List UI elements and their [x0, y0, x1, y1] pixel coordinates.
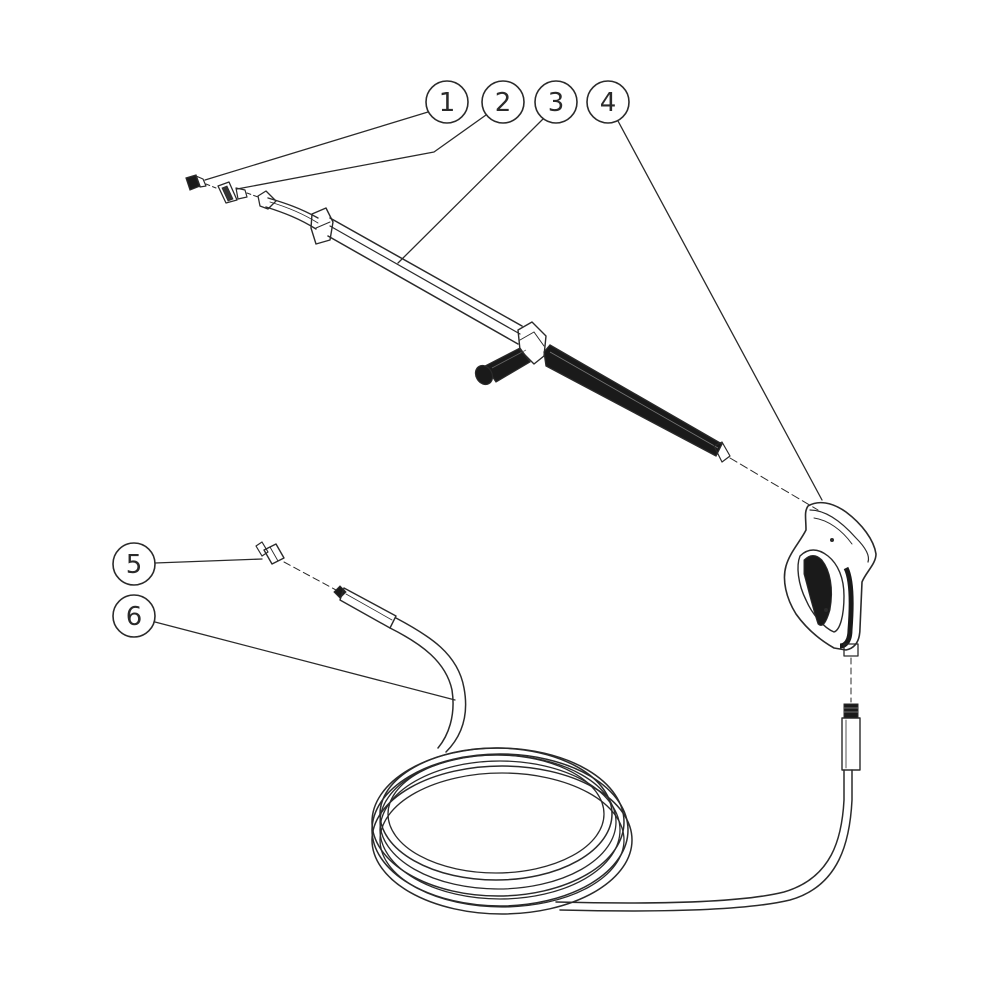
- hose-coil-loop: [387, 754, 605, 874]
- callout-circle: [112, 594, 156, 638]
- gun-top-ridge: [809, 509, 870, 563]
- assembly-axis: [205, 183, 217, 189]
- fitting-hex-edge: [269, 546, 279, 562]
- callout-circle: [586, 80, 630, 124]
- callout-3: 2: [236, 80, 525, 190]
- side-handle-highlight: [491, 349, 527, 369]
- hose-crimp-ferrule: [841, 717, 861, 771]
- callout-2: 3: [397, 80, 578, 264]
- insulated-grip: [543, 344, 723, 457]
- callout-4: 1: [204, 80, 469, 181]
- lance-tube-lower: [265, 206, 317, 230]
- lance-tube-mid: [269, 201, 319, 224]
- side-handle-cap: [474, 364, 494, 386]
- rear-clamp-edge: [533, 331, 545, 347]
- fitting-hex: [263, 543, 285, 565]
- lance-wand-part: [257, 190, 819, 511]
- callout-6: 6: [112, 594, 456, 701]
- gun-top-ridge-inner: [813, 517, 853, 545]
- lance-rail-top: [329, 217, 523, 327]
- callout-circle: [534, 80, 578, 124]
- leader-line: [154, 621, 456, 701]
- callout-label: 2: [495, 88, 512, 118]
- lance-tip-fitting: [257, 190, 277, 210]
- hose-coil-loop: [371, 765, 633, 915]
- assembly-axis: [283, 561, 337, 591]
- hose-end-nut: [843, 703, 859, 719]
- coupler-collar: [217, 181, 238, 204]
- hose-coil-loop: [379, 760, 621, 900]
- gun-inlet-swivel: [843, 643, 859, 657]
- gun-trigger: [803, 555, 833, 626]
- hose-coil-loop: [379, 772, 625, 908]
- callout-label: 6: [126, 602, 143, 632]
- gun-screw: [824, 608, 828, 612]
- leader-line: [236, 114, 487, 190]
- hose-inner-edge: [555, 769, 845, 904]
- quick-coupler-part: [217, 181, 259, 204]
- coupler-knurl: [221, 185, 234, 202]
- callout-circle: [112, 542, 156, 586]
- ferrule-edge: [345, 593, 393, 621]
- gun-hand-opening: [797, 549, 845, 633]
- callout-label: 1: [439, 88, 456, 118]
- callout-5: 5: [112, 542, 263, 586]
- nozzle-tip: [195, 175, 207, 188]
- callout-label: 3: [548, 88, 565, 118]
- hose-inner-edge: [389, 627, 454, 749]
- callout-label: 4: [600, 88, 617, 118]
- high-pressure-hose-part: [333, 585, 861, 915]
- spray-nozzle-part: [185, 174, 217, 191]
- hose-coil-loop: [379, 747, 613, 881]
- front-clamp: [310, 207, 334, 245]
- callout-circle: [481, 80, 525, 124]
- hose-outer-edge: [559, 769, 853, 912]
- lance-tube-upper: [267, 197, 319, 219]
- assembly-axis: [729, 457, 819, 511]
- leader-line: [204, 111, 429, 181]
- rear-clamp-edge: [519, 331, 535, 341]
- leader-line: [617, 120, 823, 501]
- coupler-thread: [235, 187, 248, 200]
- lance-inlet-fitting: [713, 441, 731, 463]
- callout-circle: [425, 80, 469, 124]
- gun-screw: [830, 538, 834, 542]
- gun-body: [783, 501, 877, 651]
- callout-1: 4: [586, 80, 823, 501]
- leader-line: [397, 118, 544, 264]
- lance-rail-bottom: [327, 235, 519, 345]
- hose-fitting-part: [255, 541, 337, 591]
- hose-coil-loop: [371, 753, 629, 907]
- lance-rail-mid: [329, 225, 521, 335]
- hose-outer-edge: [395, 617, 467, 753]
- callout-label: 5: [126, 550, 143, 580]
- grip-highlight: [549, 351, 719, 449]
- assembly-axis: [246, 192, 259, 198]
- front-clamp-edge: [315, 221, 331, 229]
- fitting-nipple: [255, 541, 269, 557]
- trigger-gun-part: [783, 501, 877, 703]
- leader-line: [154, 558, 263, 564]
- hose-crimp-ferrule: [339, 587, 397, 629]
